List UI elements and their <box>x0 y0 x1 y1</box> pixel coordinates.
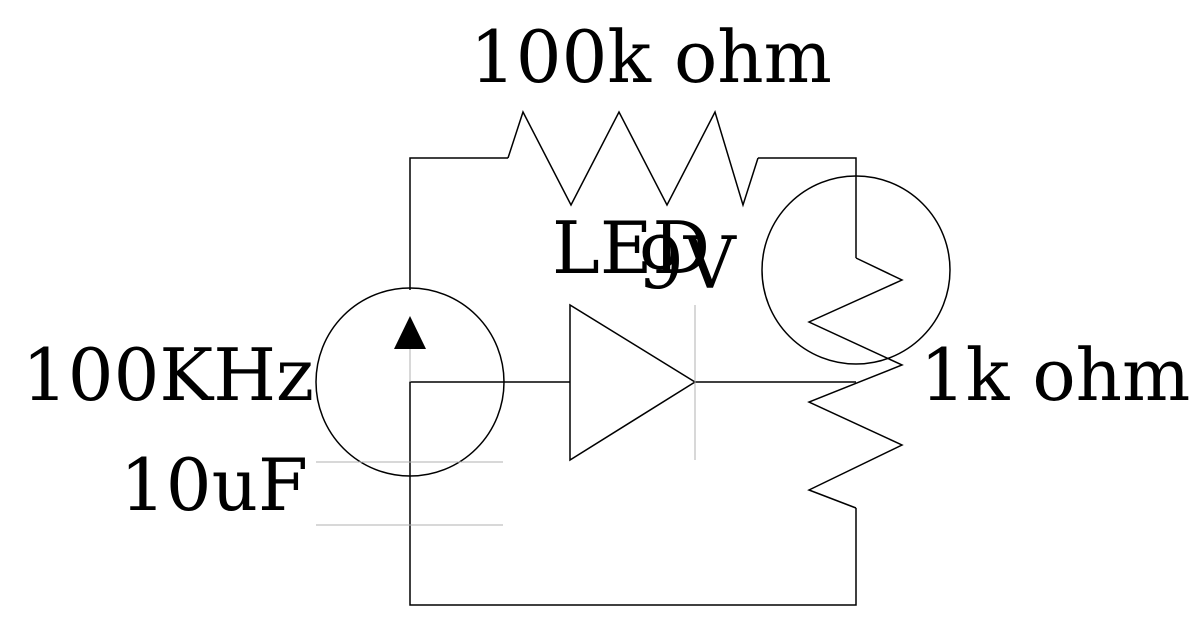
label-top-resistor: 100k ohm <box>470 15 832 99</box>
ac-source-arrow-icon <box>394 316 426 349</box>
label-right-resistor: 1k ohm <box>920 333 1190 417</box>
ac-source-100khz <box>315 287 505 477</box>
wire-top-right <box>758 157 857 258</box>
resistor-1k <box>807 257 904 509</box>
label-dc-source: 9V <box>638 221 738 305</box>
wire-center <box>409 381 570 462</box>
wire-left-top <box>409 157 508 290</box>
led-diode-triangle <box>569 303 697 462</box>
label-ac-source: 100KHz <box>22 333 314 417</box>
wire-bottom-loop <box>409 462 857 606</box>
wires <box>409 157 857 606</box>
label-capacitor: 10uF <box>120 443 308 527</box>
label-led: LED <box>552 206 710 290</box>
resistor-100k <box>507 110 759 208</box>
dc-source-9v <box>761 175 951 365</box>
